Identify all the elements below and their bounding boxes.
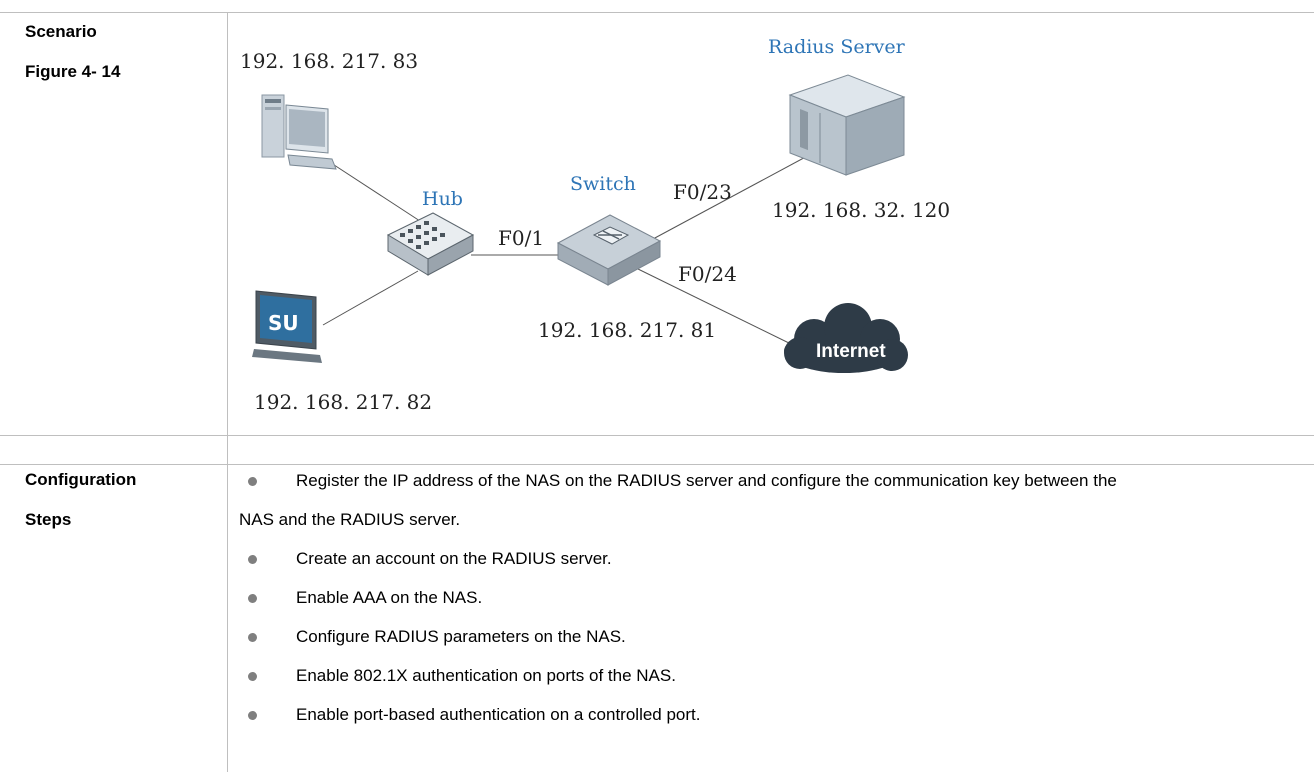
hub-icon <box>386 212 475 276</box>
internet-cloud-icon <box>784 303 908 373</box>
switch-label: Switch <box>570 173 636 195</box>
radius-server-icon <box>788 74 906 176</box>
step-1-line-1: Register the IP address of the NAS on th… <box>296 471 1117 490</box>
steps-label: Steps <box>25 510 72 529</box>
port-f0-1-label: F0/1 <box>498 226 544 250</box>
link-pc-hub <box>327 160 424 224</box>
su-badge: SU <box>268 311 299 335</box>
table-row-rule-2 <box>0 464 1314 465</box>
switch-icon <box>556 214 662 286</box>
table-column-rule <box>227 12 228 772</box>
bullet-icon <box>248 555 257 564</box>
link-switch-internet <box>637 268 794 346</box>
pc-ip: 192. 168. 217. 83 <box>240 49 418 73</box>
su-ip: 192. 168. 217. 82 <box>254 390 432 414</box>
bullet-icon <box>248 633 257 642</box>
bullet-icon <box>248 711 257 720</box>
link-su-hub <box>322 270 419 326</box>
bullet-icon <box>248 477 257 486</box>
step-3: Enable AAA on the NAS. <box>296 588 483 607</box>
step-6: Enable port-based authentication on a co… <box>296 705 701 724</box>
switch-ip: 192. 168. 217. 81 <box>538 318 716 342</box>
step-2: Create an account on the RADIUS server. <box>296 549 612 568</box>
bullet-icon <box>248 672 257 681</box>
figure-label: Figure 4- 14 <box>25 62 121 81</box>
port-f0-23-label: F0/23 <box>673 180 732 204</box>
bullet-icon <box>248 594 257 603</box>
network-diagram: 192. 168. 217. 83 Hub SU 192. 168. 217. … <box>240 36 950 414</box>
config-label: Configuration <box>25 470 137 489</box>
pc-icon <box>261 94 337 170</box>
step-5: Enable 802.1X authentication on ports of… <box>296 666 676 685</box>
hub-label: Hub <box>422 188 463 210</box>
port-f0-24-label: F0/24 <box>678 262 737 286</box>
table-top-rule <box>0 12 1314 13</box>
radius-server-ip: 192. 168. 32. 120 <box>772 198 950 222</box>
radius-server-label: Radius Server <box>768 36 906 58</box>
internet-label: Internet <box>816 341 886 362</box>
su-terminal-icon <box>252 290 322 363</box>
table-row-rule-1 <box>0 435 1314 436</box>
step-4: Configure RADIUS parameters on the NAS. <box>296 627 626 646</box>
scenario-label: Scenario <box>25 22 97 41</box>
step-1-line-2: NAS and the RADIUS server. <box>239 510 461 529</box>
link-switch-radius <box>652 152 814 240</box>
